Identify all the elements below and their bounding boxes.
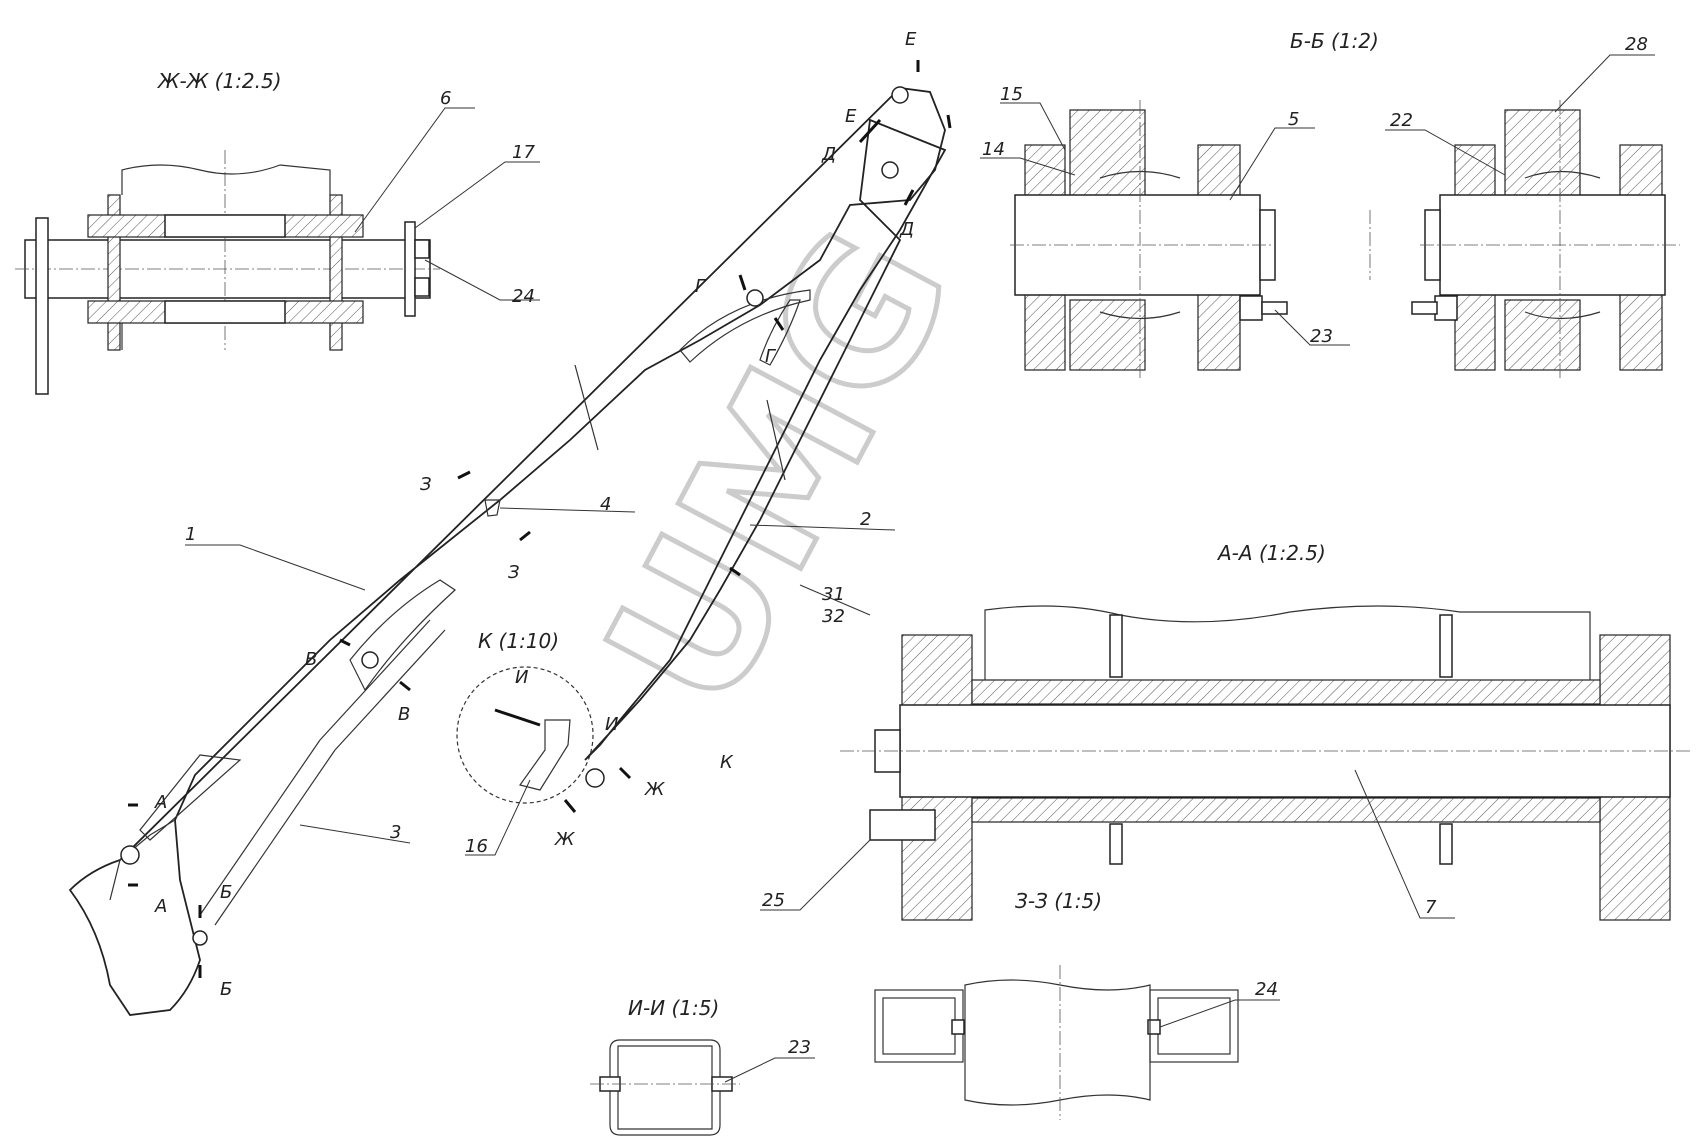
section-mark-e-2: Е [845, 106, 857, 127]
section-mark-z-2: З [508, 562, 520, 583]
section-mark-g-1: Г [695, 276, 707, 297]
section-mark-zh-1: Ж [644, 779, 665, 800]
view-b-b: Б-Б (1:2) 15 14 5 23 22 [980, 29, 1680, 380]
section-mark-g-2: Г [765, 346, 777, 367]
callout-17: 17 [512, 142, 535, 163]
section-mark-a-2: А [154, 896, 167, 917]
detail-k: К (1:10) И И 16 [456, 629, 618, 857]
callout-23-a: 23 [1310, 326, 1333, 347]
view-z-z: 24 [874, 965, 1280, 1120]
callout-32: 32 [822, 606, 845, 627]
callout-24-a: 24 [512, 286, 535, 307]
section-mark-a-1: А [154, 792, 167, 813]
callout-28: 28 [1625, 34, 1648, 55]
view-a-a: А-А (1:2.5) 31 32 25 7 З-З (1:5) [760, 541, 1690, 921]
section-mark-d-2: Д [899, 219, 914, 240]
boom-assembly: Е Е Д Д Г Г З З В В А А Б Б Ж Ж К 1 2 3 … [68, 29, 952, 1016]
callout-25: 25 [762, 890, 785, 911]
view-title-z-z: З-З (1:5) [1015, 889, 1102, 913]
callout-2: 2 [860, 509, 871, 530]
callout-7: 7 [1425, 897, 1437, 918]
section-mark-zh-2: Ж [554, 829, 575, 850]
view-title-b-b: Б-Б (1:2) [1290, 29, 1379, 53]
callout-31: 31 [822, 584, 845, 605]
callout-22: 22 [1390, 110, 1413, 131]
section-mark-k: К [720, 752, 734, 773]
section-mark-b-2: Б [220, 979, 232, 1000]
view-title-i-i: И-И (1:5) [628, 996, 719, 1020]
view-i-i: И-И (1:5) 23 [590, 996, 815, 1136]
callout-23-b: 23 [788, 1037, 811, 1058]
callout-24-b: 24 [1255, 979, 1278, 1000]
callout-5: 5 [1288, 109, 1299, 130]
callout-6: 6 [440, 88, 451, 109]
section-mark-i-1: И [515, 667, 528, 688]
callout-3-b: 3 [390, 822, 401, 843]
view-title-k: К (1:10) [478, 629, 559, 653]
section-mark-z-1: З [420, 474, 432, 495]
section-mark-i-2: И [605, 714, 618, 735]
view-title-zh-zh: Ж-Ж (1:2.5) [156, 69, 282, 93]
section-mark-d-1: Д [821, 144, 836, 165]
section-mark-b-1: Б [220, 882, 232, 903]
callout-14: 14 [982, 139, 1005, 160]
callout-4: 4 [600, 494, 611, 515]
section-mark-v-2: В [398, 704, 410, 725]
callout-1: 1 [185, 524, 196, 545]
callout-16: 16 [465, 836, 488, 857]
view-title-a-a: А-А (1:2.5) [1216, 541, 1326, 565]
callout-15: 15 [1000, 84, 1023, 105]
section-mark-v-1: В [305, 649, 317, 670]
view-zh-zh: Ж-Ж (1:2.5) 6 17 24 [15, 69, 540, 395]
section-mark-e-1: Е [905, 29, 917, 50]
